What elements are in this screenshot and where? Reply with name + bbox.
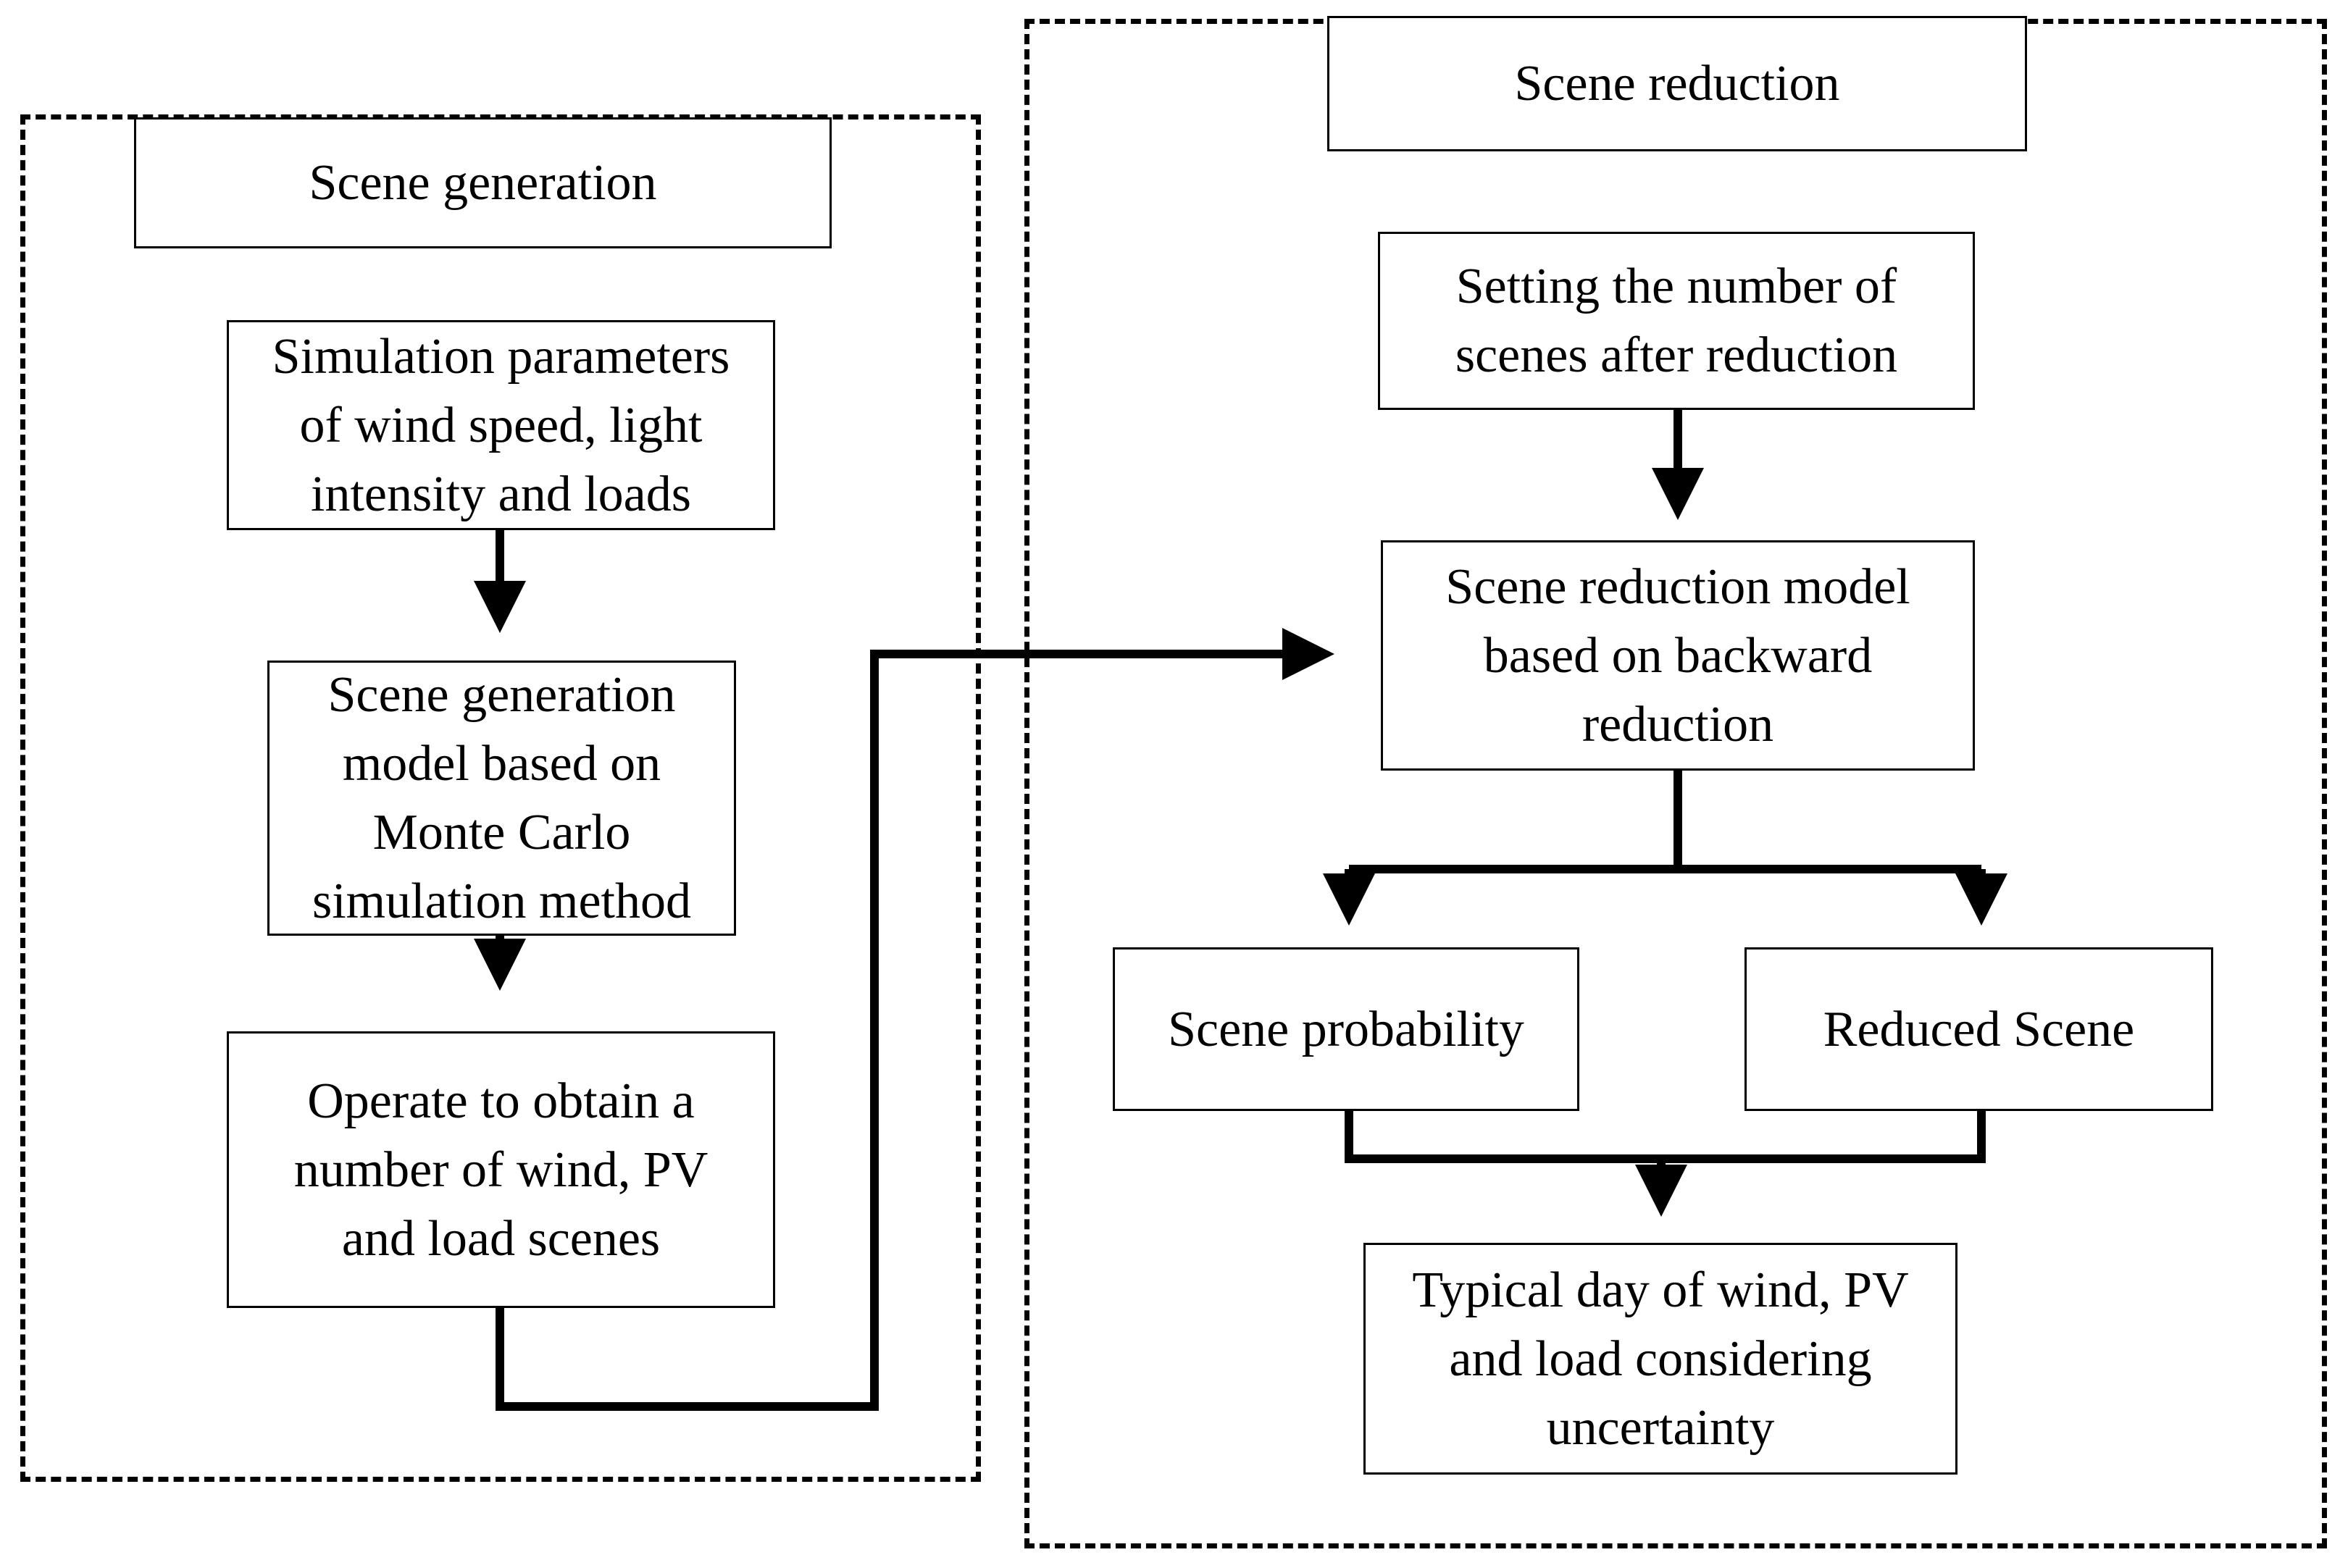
arrow-split-to-branches (1345, 769, 1986, 917)
scene-generation-group (20, 114, 981, 1482)
scene-probability-box: Scene probability (1113, 947, 1579, 1111)
reduced-scene-box: Reduced Scene (1744, 947, 2213, 1111)
scene-generation-model-box: Scene generation model based on Monte Ca… (267, 661, 736, 936)
arrow-operate-to-reduction-model (496, 628, 1334, 1411)
arrow-branches-merge (1345, 1110, 1986, 1208)
scene-generation-title: Scene generation (134, 117, 832, 248)
simulation-parameters-box: Simulation parameters of wind speed, lig… (227, 320, 775, 530)
scene-reduction-title: Scene reduction (1327, 16, 2027, 151)
typical-day-box: Typical day of wind, PV and load conside… (1363, 1243, 1957, 1475)
operate-scenes-box: Operate to obtain a number of wind, PV a… (227, 1031, 775, 1308)
scene-reduction-model-box: Scene reduction model based on backward … (1381, 540, 1975, 771)
setting-number-box: Setting the number of scenes after reduc… (1378, 232, 1975, 410)
